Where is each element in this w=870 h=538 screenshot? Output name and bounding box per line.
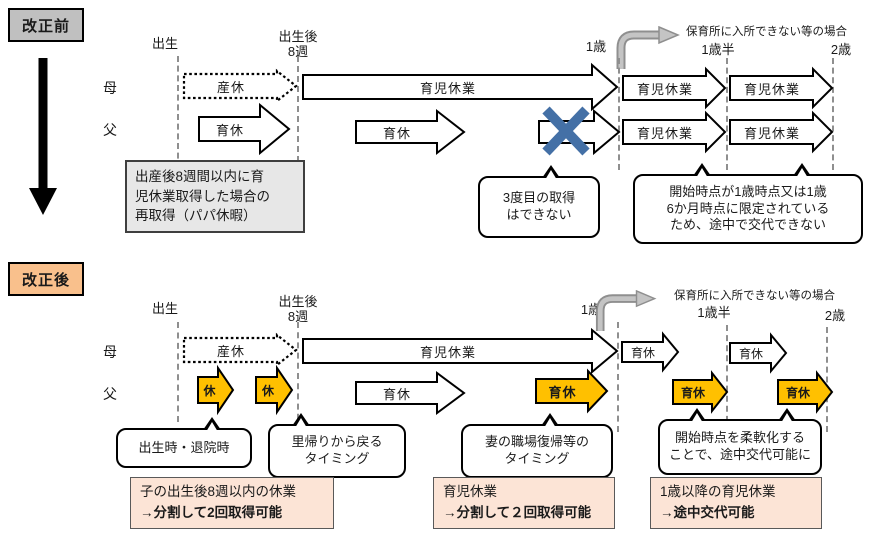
after-arrow-father-yellow2: 育休 [672,370,729,414]
bubble-tail [693,163,711,178]
before-row-father: 父 [103,122,117,138]
x-mark-icon [542,106,590,156]
before-label-birth: 出生 [151,36,178,51]
after-arrow-father-rest2: 休 [255,364,294,416]
bubble-tail [688,408,706,423]
before-arrow-father-ext1: 育児休業 [622,110,727,154]
after-title-label: 改正後 [21,271,70,289]
after-label-birth: 出生 [151,301,178,316]
before-label-age1half: 1歳半 [701,42,735,57]
before-divider-age1 [618,58,620,170]
bubble-tail [778,408,796,423]
after-divider-age1half [726,325,728,432]
after-arrow-maternity-leave: 産休 [182,332,298,368]
after-divider-birth [177,322,179,422]
after-arrow-mother-ext1: 育休 [621,331,680,373]
after-arrow-father-yellow1: 育休 [535,368,609,414]
before-arrow-childcare-leave-long: 育児休業 [302,62,619,112]
before-curve-arrow-icon [616,26,680,69]
bubble-tail [541,413,559,428]
bubble-tail [793,163,811,178]
before-divider-age1half [726,58,728,170]
before-arrow-mother-ext2: 育児休業 [729,66,834,110]
after-title-box: 改正後 [8,262,84,296]
before-arrow-maternity-leave: 産休 [182,68,298,104]
after-arrow-father-yellow3: 育休 [777,370,834,414]
summary-box-split-leave: 育児休業 →分割して２回取得可能 [433,477,615,529]
bubble-start-limited: 開始時点が1歳時点又は1歳 6か月時点に限定されている ため、途中で交代できない [633,163,863,244]
before-arrow-father-ext2: 育児休業 [729,110,834,154]
bubble-tail [542,165,560,180]
after-row-mother: 母 [103,344,117,360]
after-divider-age2 [826,327,828,432]
before-arrow-father-leave2: 育休 [355,108,466,156]
after-arrow-childcare-leave-long: 育児休業 [302,327,619,375]
before-divider-birth [177,56,179,178]
after-arrow-mother-ext2: 育休 [729,332,788,374]
bubble-birth-discharge: 出生時・退院時 [116,417,252,468]
before-title-box: 改正前 [8,8,84,42]
after-label-age1half: 1歳半 [697,305,731,320]
before-divider-age2 [832,58,834,170]
after-arrow-father-white: 育休 [355,371,466,415]
after-arrow-father-rest1: 休 [197,364,235,416]
before-divider-week8 [297,56,299,182]
before-title-label: 改正前 [21,17,70,35]
before-label-age2: 2歳 [830,42,852,57]
bubble-tail [203,417,221,432]
bubble-no-third-time: 3度目の取得 はできない [478,165,600,238]
bubble-satogaeri: 里帰りから戻る タイミング [268,413,406,478]
after-divider-age1 [617,322,619,432]
before-arrow-mother-ext1: 育児休業 [622,66,727,110]
after-label-age2: 2歳 [824,308,846,323]
after-row-father: 父 [103,386,117,402]
bubble-wife-return: 妻の職場復帰等の タイミング [461,413,613,478]
after-divider-week8 [297,322,299,430]
before-nursery-note: 保育所に入所できない等の場合 [686,26,847,38]
after-nursery-note: 保育所に入所できない等の場合 [674,290,835,302]
summary-box-split-birth: 子の出生後8週以内の休業 →分割して2回取得可能 [130,477,334,529]
before-row-mother: 母 [103,80,117,96]
bubble-flexible-start: 開始時点を柔軟化する ことで、途中交代可能に [658,408,822,475]
before-label-age1: 1歳 [585,39,607,54]
before-arrow-father-leave1: 育休 [198,102,291,156]
summary-box-switch: 1歳以降の育児休業 →途中交代可能 [650,477,822,529]
bubble-tail [292,413,310,428]
after-curve-arrow-icon [595,290,657,332]
papa-leave-note: 出産後8週間以内に育 児休業取得した場合の 再取得（パパ休暇） [125,160,305,233]
transition-down-arrow-icon [29,58,57,215]
